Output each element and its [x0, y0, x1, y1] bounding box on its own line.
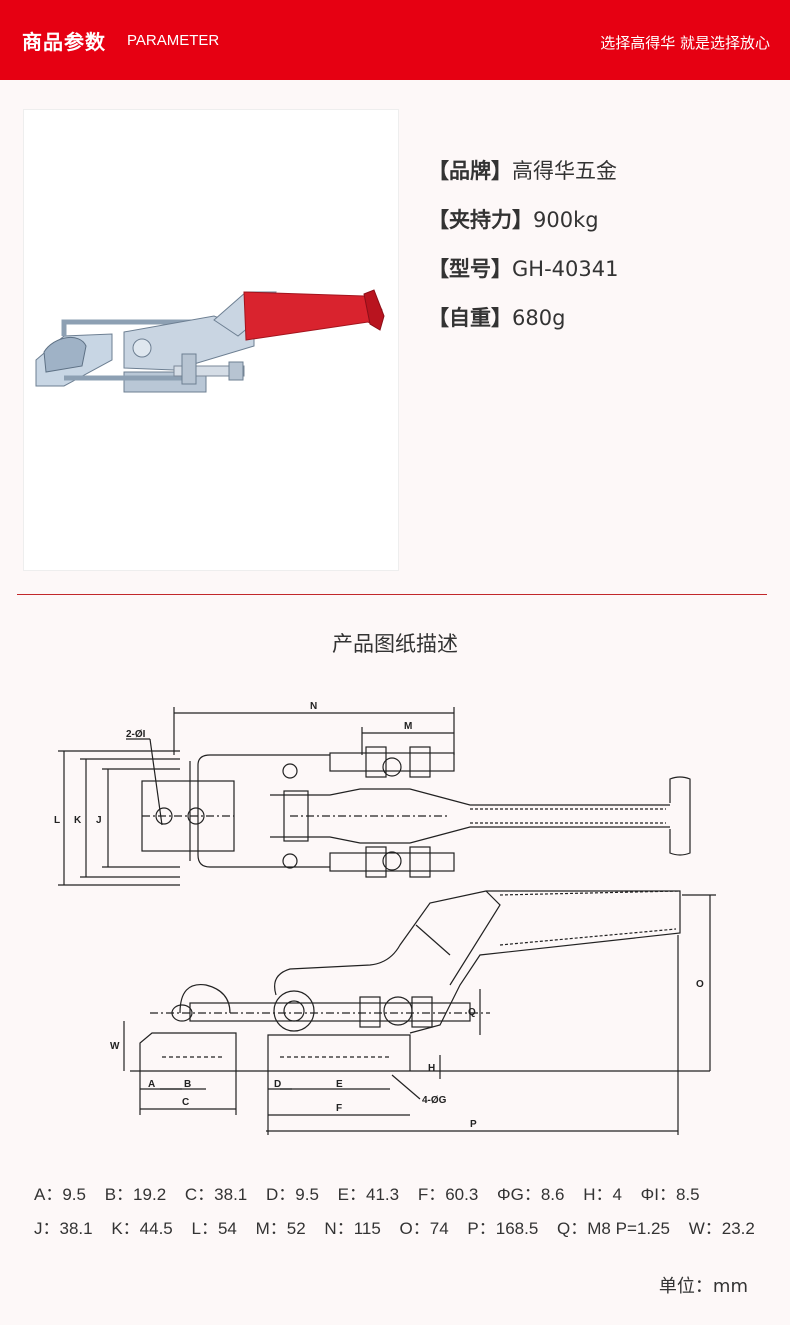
label-J: J: [96, 815, 102, 826]
label-E: E: [336, 1079, 343, 1090]
param-item: J：38.1: [34, 1219, 93, 1238]
section-title: 产品图纸描述: [332, 632, 458, 656]
param-item: M：52: [255, 1219, 306, 1238]
top-view: N M 2-ØI L K J: [54, 701, 691, 886]
label-L: L: [54, 815, 60, 826]
label-W: W: [110, 1041, 120, 1052]
param-item: O：74: [399, 1219, 449, 1238]
spec-key: 【品牌】: [428, 159, 512, 183]
spec-row-weight: 【自重】680g: [428, 302, 618, 351]
param-item: B：19.2: [104, 1185, 167, 1204]
param-item: A：9.5: [34, 1185, 86, 1204]
spec-row-force: 【夹持力】900kg: [428, 204, 618, 253]
spec-key: 【夹持力】: [428, 208, 533, 232]
param-item: N：115: [324, 1219, 381, 1238]
param-item: ΦI：8.5: [640, 1185, 700, 1204]
header-subtitle: PARAMETER: [127, 32, 220, 49]
spec-row-model: 【型号】GH-40341: [428, 253, 618, 302]
spec-value: 680g: [512, 306, 566, 330]
label-A: A: [148, 1079, 155, 1090]
param-item: E：41.3: [337, 1185, 400, 1204]
params-row: J：38.1 K：44.5 L：54 M：52 N：115 O：74 P：168…: [34, 1214, 769, 1248]
label-G: 4-ØG: [422, 1095, 447, 1106]
side-view: O Q W H: [110, 890, 716, 1135]
param-item: K：44.5: [111, 1219, 173, 1238]
label-Q: Q: [468, 1007, 476, 1018]
label-M: M: [404, 721, 412, 732]
param-item: D：9.5: [266, 1185, 319, 1204]
spec-value: GH-40341: [512, 257, 619, 281]
param-item: H：4: [583, 1185, 622, 1204]
header-title: 商品参数: [22, 30, 106, 54]
spec-key: 【自重】: [428, 306, 512, 330]
label-B: B: [184, 1079, 191, 1090]
section-divider: [17, 594, 767, 595]
label-F: F: [336, 1103, 342, 1114]
spec-value: 高得华五金: [512, 159, 617, 183]
toggle-clamp-image: [35, 289, 385, 393]
header-banner: 商品参数 PARAMETER 选择高得华 就是选择放心: [0, 0, 790, 80]
product-photo: [23, 109, 399, 571]
param-item: Q：M8 P=1.25: [557, 1219, 670, 1238]
spec-key: 【型号】: [428, 257, 512, 281]
param-item: P：168.5: [467, 1219, 539, 1238]
label-I: 2-ØI: [126, 729, 146, 740]
header-slogan: 选择高得华 就是选择放心: [600, 34, 770, 52]
param-item: ΦG：8.6: [497, 1185, 565, 1204]
technical-drawing: N M 2-ØI L K J: [30, 695, 760, 1145]
param-item: C：38.1: [184, 1185, 248, 1204]
label-H: H: [428, 1063, 435, 1074]
label-D: D: [274, 1079, 281, 1090]
label-O: O: [696, 979, 704, 990]
label-P: P: [470, 1119, 477, 1130]
param-item: F：60.3: [417, 1185, 479, 1204]
spec-row-brand: 【品牌】高得华五金: [428, 155, 618, 204]
label-C: C: [182, 1097, 189, 1108]
param-item: L：54: [191, 1219, 237, 1238]
params-row: A：9.5 B：19.2 C：38.1 D：9.5 E：41.3 F：60.3 …: [34, 1180, 769, 1214]
param-item: W：23.2: [688, 1219, 755, 1238]
label-N: N: [310, 701, 317, 712]
spec-list: 【品牌】高得华五金 【夹持力】900kg 【型号】GH-40341 【自重】68…: [428, 155, 618, 351]
spec-value: 900kg: [533, 208, 599, 232]
unit-note: 单位：mm: [658, 1276, 748, 1297]
parameter-table: A：9.5 B：19.2 C：38.1 D：9.5 E：41.3 F：60.3 …: [34, 1180, 769, 1248]
label-K: K: [74, 815, 82, 826]
